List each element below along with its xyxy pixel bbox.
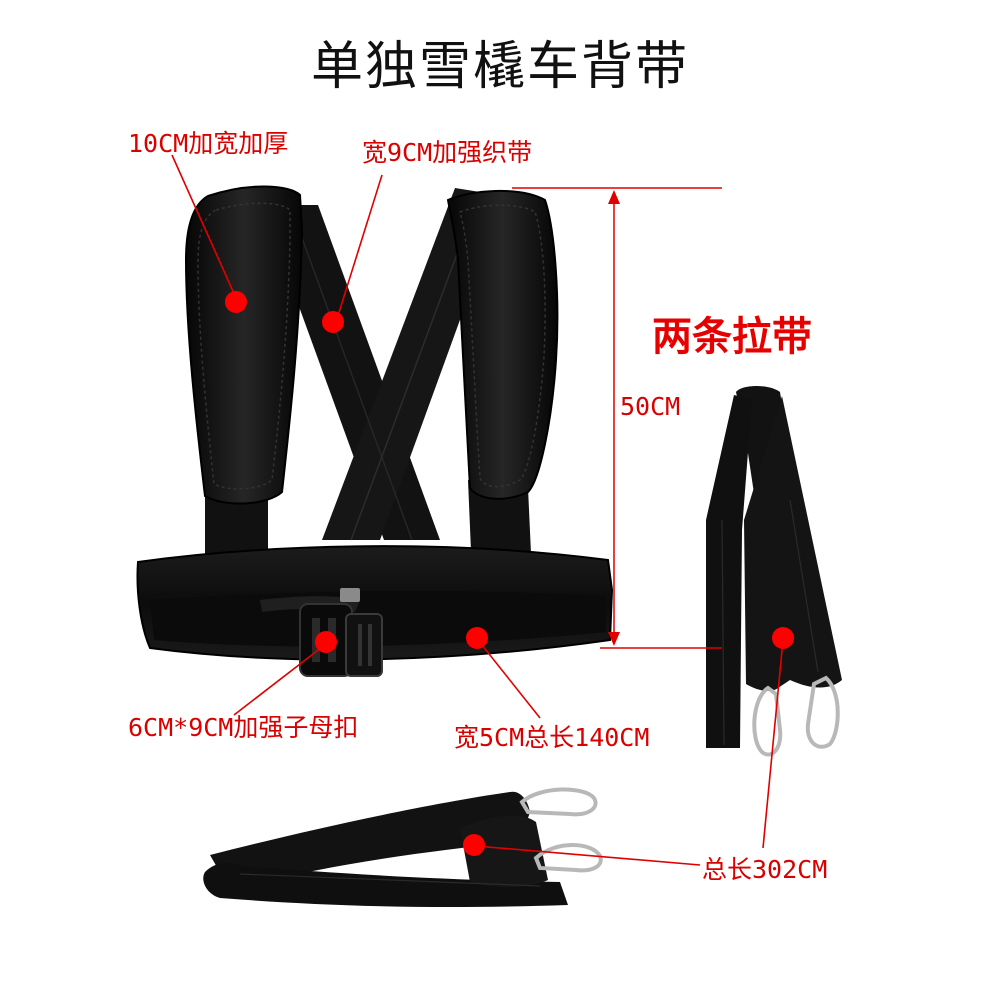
callout-height: 50CM bbox=[620, 392, 681, 421]
harness bbox=[136, 185, 614, 677]
page-title: 单独雪橇车背带 bbox=[310, 37, 689, 97]
callout-pull-strap-length: 总长302CM bbox=[702, 855, 828, 884]
callout-cross-strap: 宽9CM加强织带 bbox=[362, 138, 533, 167]
carabiner-hook-icon bbox=[519, 787, 598, 817]
carabiner-hook-icon bbox=[533, 843, 603, 873]
red-dot-marker bbox=[772, 627, 794, 649]
red-dot-marker bbox=[225, 291, 247, 313]
red-dot-marker bbox=[322, 311, 344, 333]
red-dot-marker bbox=[466, 627, 488, 649]
strap-stitch bbox=[239, 873, 541, 887]
strap-upper-band bbox=[210, 791, 530, 890]
strap-right-tail bbox=[744, 396, 842, 691]
section-heading-pull-straps: 两条拉带 bbox=[652, 314, 812, 360]
pull-strap-horizontal bbox=[203, 787, 603, 908]
metal-slider bbox=[340, 588, 360, 602]
right-shoulder-pad bbox=[446, 189, 559, 500]
strap-stitch bbox=[789, 499, 819, 673]
callout-buckle: 6CM*9CM加强子母扣 bbox=[128, 713, 359, 742]
right-pad-stitch bbox=[459, 204, 546, 488]
arrow-up-icon bbox=[608, 190, 620, 204]
markers bbox=[225, 291, 794, 856]
strap-fold-end bbox=[460, 815, 548, 888]
height-dimension bbox=[512, 187, 722, 649]
side-release-buckle-icon bbox=[299, 603, 383, 677]
leader-lines bbox=[171, 154, 784, 866]
left-pad-stitch bbox=[197, 202, 291, 490]
red-dot-marker bbox=[463, 834, 485, 856]
strap-stitch bbox=[721, 519, 725, 746]
callout-shoulder-pad: 10CM加宽加厚 bbox=[128, 129, 289, 158]
callout-belt: 宽5CM总长140CM bbox=[454, 723, 650, 752]
carabiner-hook-icon bbox=[752, 685, 783, 757]
strap-stitch bbox=[289, 204, 413, 541]
pull-strap-vertical bbox=[706, 386, 842, 757]
strap-lower-band bbox=[203, 862, 568, 908]
arrow-down-icon bbox=[608, 632, 620, 646]
red-dot-marker bbox=[315, 631, 337, 653]
carabiner-hook-icon bbox=[805, 675, 840, 749]
strap-left-tail bbox=[706, 395, 752, 748]
left-shoulder-pad bbox=[184, 185, 304, 505]
